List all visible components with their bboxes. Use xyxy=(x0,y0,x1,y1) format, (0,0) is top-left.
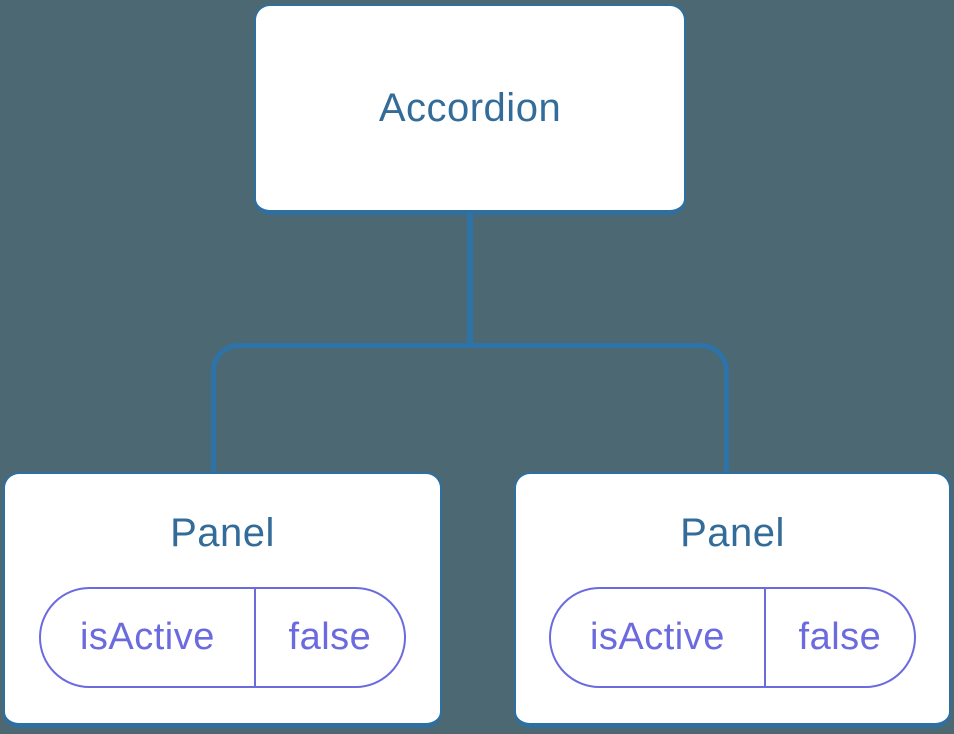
state-value: false xyxy=(763,589,914,686)
accordion-node-label: Accordion xyxy=(378,86,562,130)
connector-bracket xyxy=(211,343,729,473)
state-name: isActive xyxy=(589,616,725,658)
panel-node-right: Panel isActive false xyxy=(514,472,951,728)
state-name: isActive xyxy=(79,616,215,658)
connector-stem xyxy=(467,213,473,346)
panel-node-left: Panel isActive false xyxy=(3,472,442,728)
panel-node-label: Panel xyxy=(170,511,275,555)
state-pill: isActive false xyxy=(39,587,406,688)
state-pill: isActive false xyxy=(549,587,916,688)
accordion-node: Accordion xyxy=(254,4,686,215)
state-value: false xyxy=(253,589,404,686)
panel-node-label: Panel xyxy=(680,511,785,555)
